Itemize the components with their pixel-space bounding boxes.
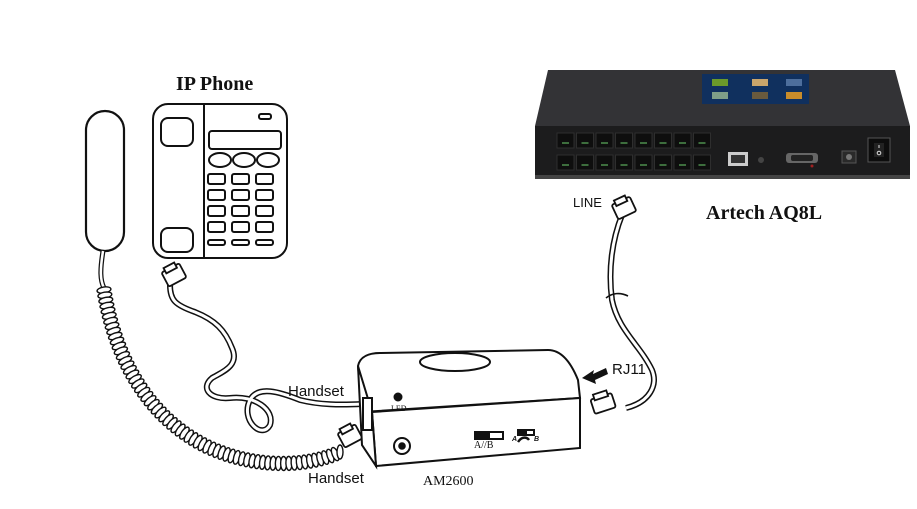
- rj-port-phone3: [654, 132, 672, 149]
- function-key: [207, 239, 226, 246]
- rj-port-phone8: [693, 154, 711, 171]
- gateway-title: Artech AQ8L: [706, 202, 823, 224]
- port-indicator: [562, 142, 569, 144]
- rj-port-phone2: [615, 132, 633, 149]
- port-indicator: [562, 164, 569, 166]
- switch-b-label: B: [534, 436, 540, 443]
- keypad-key: [231, 221, 250, 233]
- rj-port-line8: [673, 154, 692, 171]
- handset-icon: [84, 109, 126, 253]
- keypad-key: [207, 221, 226, 233]
- arrow-icon: [582, 368, 608, 384]
- coil-turn: [336, 444, 344, 460]
- line-cord: [605, 213, 657, 411]
- port-indicator: [679, 164, 686, 166]
- rj-port-phone7: [654, 154, 672, 171]
- port-indicator: [620, 164, 628, 166]
- rj-port-phone1: [576, 132, 594, 149]
- keypad-key: [207, 173, 226, 185]
- rj-port-line6: [595, 154, 614, 171]
- port-indicator: [601, 142, 608, 144]
- ip-phone-title: IP Phone: [176, 73, 254, 95]
- keypad-key: [255, 173, 274, 185]
- port-indicator: [659, 164, 667, 166]
- function-key: [231, 239, 250, 246]
- port-indicator: [640, 164, 647, 166]
- keypad-key: [255, 189, 274, 201]
- rj-port-line1: [556, 132, 575, 149]
- rj-port-phone6: [615, 154, 633, 171]
- coiled-cord: [96, 250, 344, 472]
- switch-a-label: A: [512, 436, 518, 443]
- keypad-key: [231, 189, 250, 201]
- port-indicator: [581, 142, 589, 144]
- keypad-key: [231, 205, 250, 217]
- rj-connector-handset: [337, 422, 363, 448]
- keypad-key: [231, 173, 250, 185]
- handset-label-bottom: Handset: [308, 470, 364, 487]
- artech-aq8l-device: [535, 70, 910, 179]
- function-key: [255, 239, 274, 246]
- led-label: LED: [391, 404, 407, 413]
- ip-phone-icon: [152, 103, 288, 259]
- rj-port-line3: [634, 132, 653, 149]
- port-indicator: [640, 142, 647, 144]
- keypad-key: [207, 189, 226, 201]
- port-indicator: [620, 142, 628, 144]
- rj11-label: RJ11: [612, 361, 646, 378]
- switch-ab-label: A//B: [474, 440, 494, 451]
- port-indicator: [698, 164, 706, 166]
- handset-label-top: Handset: [288, 383, 344, 400]
- port-indicator: [601, 164, 608, 166]
- touch-screen: [702, 74, 809, 104]
- keypad-key: [207, 205, 226, 217]
- rj-port-line5: [556, 154, 575, 171]
- line-label: LINE: [573, 195, 602, 210]
- rj-connector-line: [611, 194, 637, 220]
- port-indicator: [679, 142, 686, 144]
- port-indicator: [659, 142, 667, 144]
- am2600-device: [356, 348, 582, 470]
- rj-connector-rj11: [589, 389, 617, 415]
- keypad-key: [255, 205, 274, 217]
- rj-port-phone4: [693, 132, 711, 149]
- device-model-label: AM2600: [423, 474, 474, 489]
- rj-connector-phone: [161, 261, 187, 287]
- port-indicator: [698, 142, 706, 144]
- handset-cord: [167, 284, 363, 434]
- rj-port-line7: [634, 154, 653, 171]
- rj-port-phone5: [576, 154, 594, 171]
- rj-port-line4: [673, 132, 692, 149]
- keypad-key: [255, 221, 274, 233]
- rj-port-line2: [595, 132, 614, 149]
- port-indicator: [581, 164, 589, 166]
